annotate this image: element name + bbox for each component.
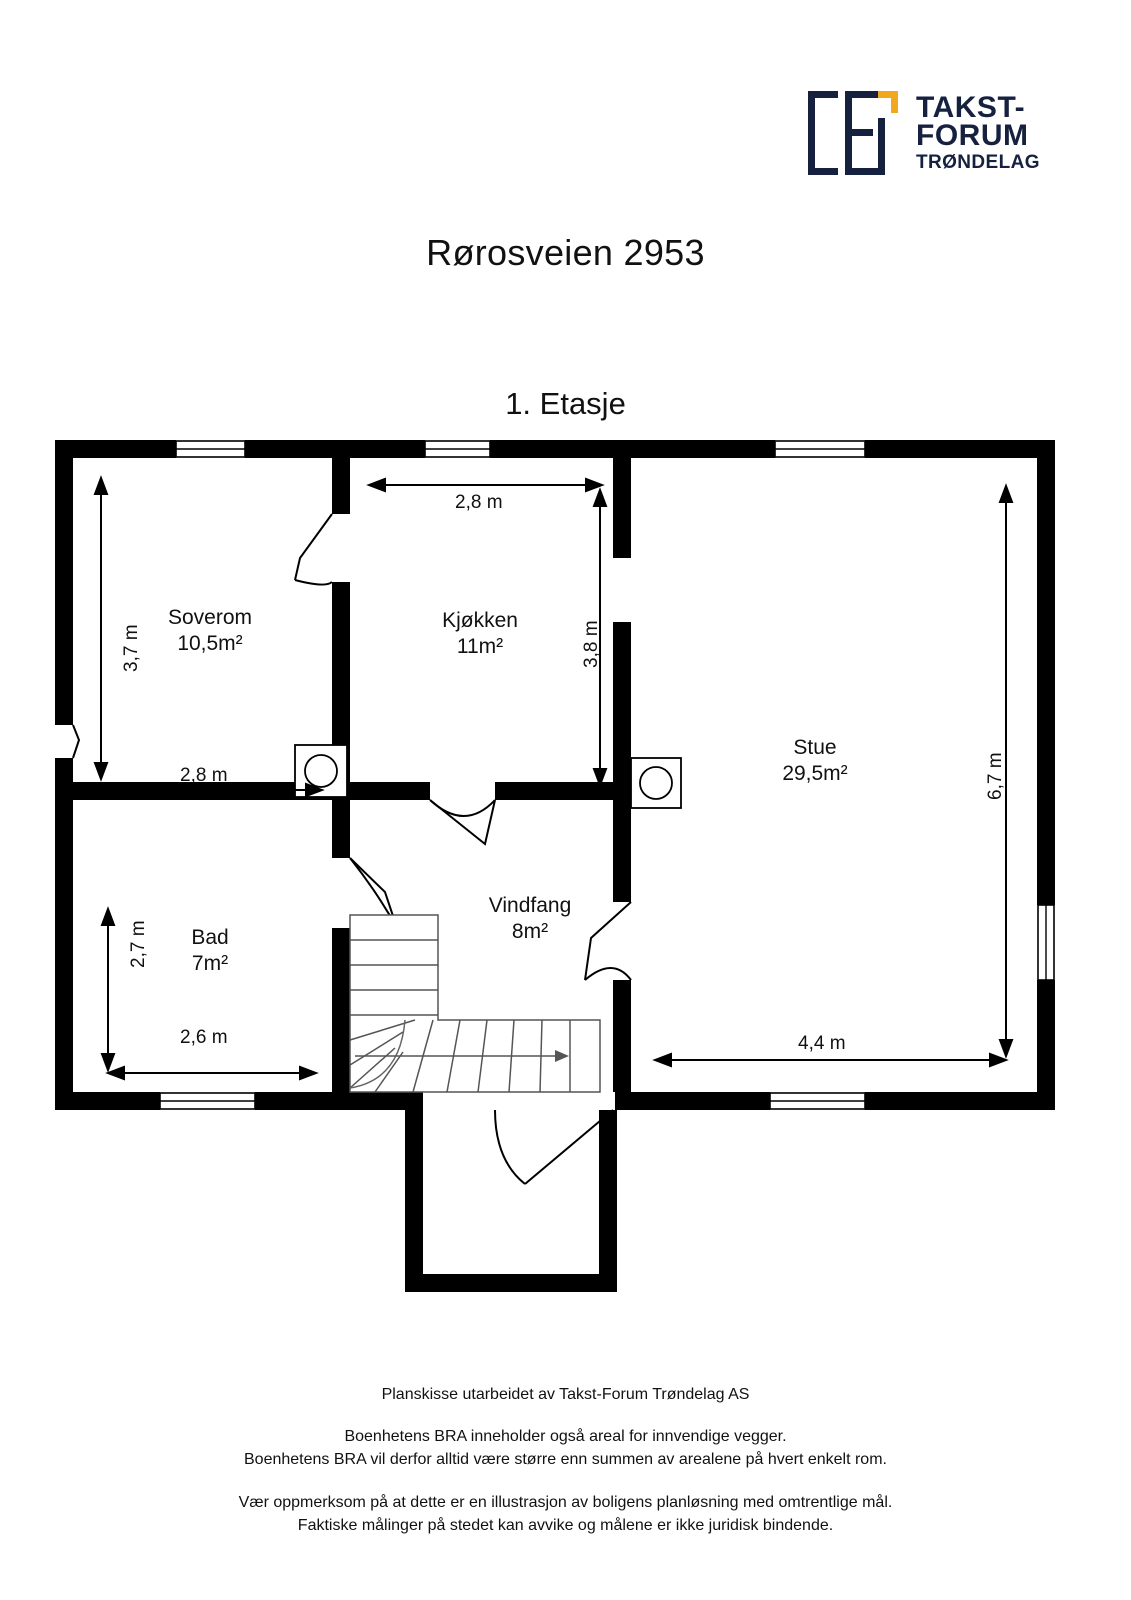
logo-line-1: TAKST-	[916, 90, 1026, 124]
footer-line-2: Boenhetens BRA inneholder også areal for…	[344, 1428, 787, 1446]
footer-line-4: Vær oppmerksom på at dette er en illustr…	[238, 1493, 893, 1511]
footer-spacer-2	[0, 1472, 1131, 1491]
dimension-arrows	[93, 475, 1014, 1081]
logo-line-2: FORUM	[916, 119, 1029, 153]
footer-line-1: Planskisse utarbeidet av Takst-Forum Trø…	[381, 1386, 750, 1403]
interior-walls	[55, 458, 631, 1092]
company-logo: TAKST- FORUM TRØNDELAG	[806, 78, 1046, 188]
footer-line-5: Faktiske målinger på stedet kan avvike o…	[297, 1516, 834, 1534]
floor-plan-drawing	[55, 440, 1055, 1300]
logo-line-3: TRØNDELAG	[916, 152, 1040, 174]
page-title: Rørosveien 2953	[426, 232, 705, 273]
door-swings	[72, 513, 632, 1185]
staircase	[349, 914, 601, 1093]
footer-line-3: Boenhetens BRA vil derfor alltid være st…	[244, 1451, 887, 1469]
takst-forum-bracket-mark	[806, 85, 902, 181]
chimney-symbols	[294, 744, 682, 809]
exterior-walls	[55, 440, 1055, 1292]
footer-disclaimer: Planskisse utarbeidet av Takst-Forum Trø…	[0, 1383, 1131, 1537]
logo-wordmark: TAKST- FORUM TRØNDELAG	[916, 90, 1040, 174]
floor-label: 1. Etasje	[505, 386, 626, 421]
footer-spacer-1	[0, 1406, 1131, 1425]
window-mullions	[160, 448, 1047, 1102]
